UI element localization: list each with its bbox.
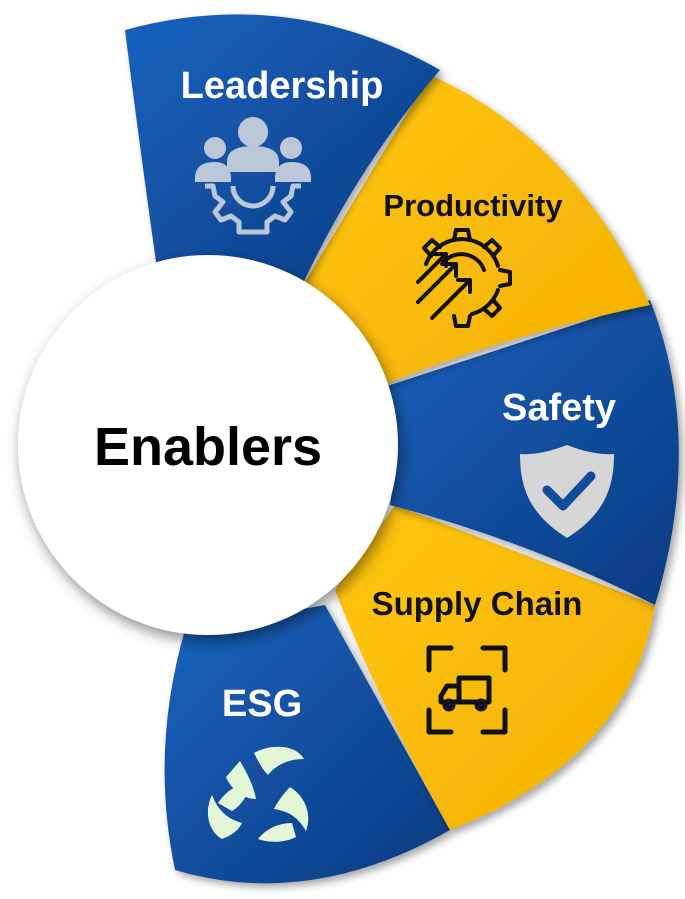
- recycle-leaves-icon: [207, 746, 309, 842]
- segment-safety-label: Safety: [502, 387, 616, 429]
- segment-esg: ESG: [164, 605, 451, 884]
- center-title: Enablers: [94, 417, 322, 477]
- segment-safety-shape: [360, 300, 679, 605]
- segment-supply-chain: Supply Chain: [335, 505, 655, 830]
- segment-safety: Safety: [360, 300, 679, 605]
- segment-esg-shape: [164, 605, 451, 884]
- segment-supply-chain-shape: [335, 505, 655, 830]
- segment-leadership: Leadership: [125, 14, 440, 291]
- shield-check-icon: [520, 445, 614, 538]
- center-hub: Enablers: [18, 255, 398, 635]
- segment-supply-chain-label: Supply Chain: [372, 585, 583, 622]
- team-gear-icon: [195, 117, 311, 235]
- gear-arrows-icon: [416, 228, 512, 328]
- center-circle: [18, 255, 398, 635]
- segment-leadership-label: Leadership: [181, 65, 384, 107]
- segment-esg-label: ESG: [222, 683, 302, 725]
- segment-productivity: Productivity: [300, 75, 650, 390]
- segment-productivity-label: Productivity: [383, 188, 563, 223]
- delivery-truck-icon: [426, 645, 508, 735]
- segment-productivity-shape: [300, 75, 650, 390]
